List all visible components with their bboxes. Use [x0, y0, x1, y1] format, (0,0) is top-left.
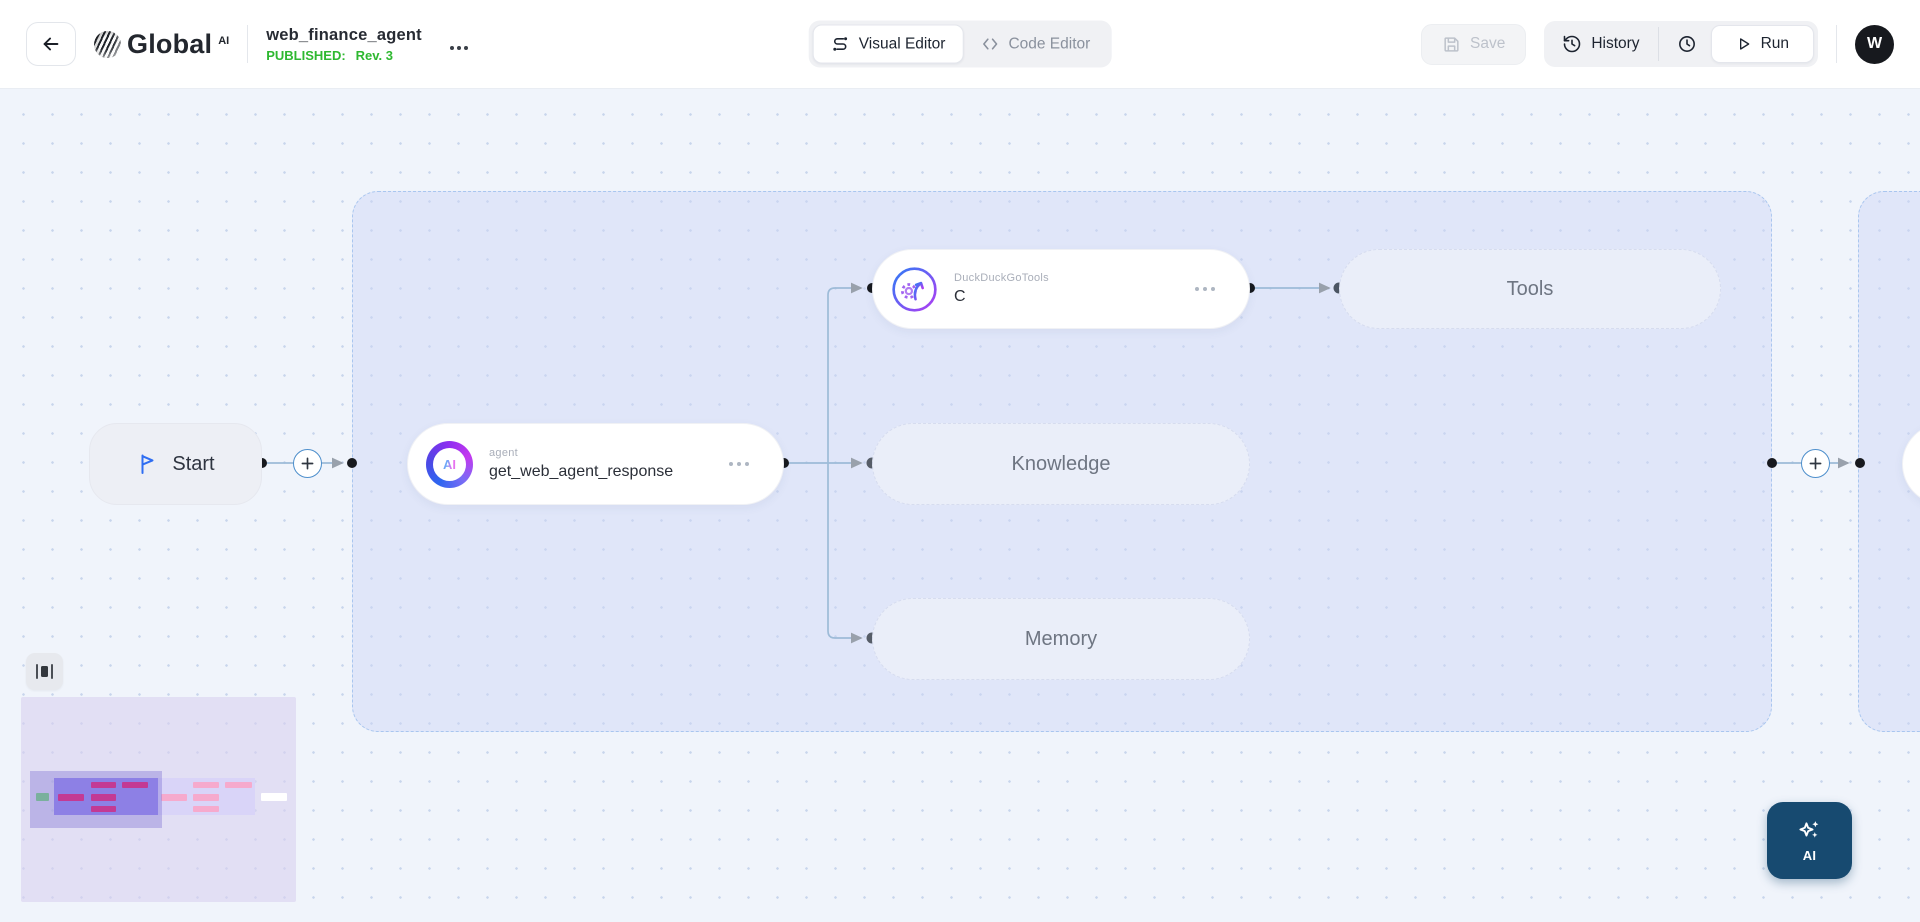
duckduckgo-tool-icon [892, 266, 937, 312]
minimap-node-bar [193, 794, 219, 801]
minimap-toggle-button[interactable] [26, 653, 63, 690]
start-flag-icon [141, 454, 154, 474]
clock-icon [1678, 36, 1695, 52]
globe-logo-icon [94, 30, 121, 58]
avatar-initial: W [1866, 35, 1883, 52]
tab-label: Visual Editor [858, 35, 946, 52]
history-label: History [1591, 35, 1640, 52]
node-more-options-icon[interactable] [1194, 286, 1215, 292]
start-node[interactable]: Start [89, 423, 262, 505]
page-title: web_finance_agent [266, 25, 422, 44]
duckduckgo-tool-node[interactable]: DuckDuckGoTools C [872, 249, 1250, 329]
app-header: Global AI web_finance_agent PUBLISHED: R… [0, 0, 1920, 89]
ai-assistant-button[interactable]: AI [1767, 802, 1852, 879]
published-status: PUBLISHED: [266, 47, 346, 63]
save-label: Save [1469, 35, 1506, 52]
minimap-node-bar [193, 806, 219, 812]
minimap-node-bar [161, 794, 187, 801]
run-label: Run [1760, 35, 1789, 52]
history-button[interactable]: History [1548, 25, 1653, 63]
minimap-node-bar [193, 782, 219, 788]
node-more-options-icon[interactable] [728, 461, 749, 467]
agent-node[interactable]: AI agent get_web_agent_response [407, 423, 784, 505]
header-divider [1836, 25, 1837, 63]
plus-icon [301, 457, 314, 470]
agent-swirl-icon: AI [426, 440, 473, 488]
node-name: get_web_agent_response [489, 463, 674, 480]
node-name: C [954, 288, 966, 305]
logo-superscript: AI [218, 34, 230, 47]
minimap-node-bar [91, 794, 116, 801]
tab-label: Code Editor [1008, 35, 1091, 52]
arrow-left-icon [43, 37, 59, 51]
sparkles-icon [1799, 821, 1819, 838]
run-button[interactable]: Run [1710, 25, 1814, 63]
minimap-toggle-icon [36, 664, 38, 679]
add-node-button[interactable] [1801, 449, 1830, 478]
minimap-start-node [36, 793, 49, 801]
minimap-viewport[interactable] [30, 771, 162, 828]
route-icon [833, 37, 848, 51]
schedule-button[interactable] [1663, 25, 1711, 63]
code-icon [982, 38, 998, 50]
minimap-end-node [261, 793, 287, 801]
header-divider [247, 25, 249, 63]
minimap-node-bar [91, 782, 116, 788]
run-actions-group: History Run [1544, 21, 1818, 67]
play-icon [1739, 38, 1749, 50]
back-button[interactable] [26, 22, 76, 66]
start-label: Start [172, 452, 215, 475]
editor-mode-toggle: Visual Editor Code Editor [808, 20, 1112, 68]
app-logo: Global AI [94, 29, 229, 60]
placeholder-label: Knowledge [1011, 452, 1111, 475]
project-title-block: web_finance_agent PUBLISHED: Rev. 3 [266, 26, 422, 63]
history-icon [1564, 35, 1581, 53]
minimap-node-bar [58, 794, 84, 801]
minimap-node-bar [122, 782, 148, 788]
save-button[interactable]: Save [1420, 23, 1527, 65]
more-options-icon[interactable] [449, 38, 468, 50]
knowledge-placeholder-node[interactable]: Knowledge [872, 423, 1250, 505]
memory-placeholder-node[interactable]: Memory [872, 598, 1250, 680]
minimap-node-bar [225, 782, 252, 788]
logo-text: Global [127, 28, 213, 59]
placeholder-label: Tools [1506, 277, 1554, 300]
agent-icon-text: AI [426, 441, 473, 488]
placeholder-label: Memory [1024, 627, 1098, 650]
tab-code-editor[interactable]: Code Editor [963, 26, 1107, 63]
node-type-label: agent [489, 447, 519, 459]
node-type-label: DuckDuckGoTools [954, 272, 1049, 284]
user-avatar[interactable]: W [1855, 24, 1894, 64]
minimap-node-bar [91, 806, 116, 812]
tab-visual-editor[interactable]: Visual Editor [812, 24, 964, 64]
group-divider [1657, 27, 1659, 61]
flow-canvas[interactable]: Start AI agent get_web_agent_response [0, 89, 1920, 922]
save-icon [1444, 36, 1459, 52]
revision-badge: Rev. 3 [355, 47, 394, 63]
add-node-button[interactable] [293, 449, 322, 478]
minimap[interactable] [21, 697, 296, 902]
tools-placeholder-node[interactable]: Tools [1339, 249, 1721, 329]
plus-icon [1809, 457, 1822, 470]
ai-fab-label: AI [1802, 848, 1817, 863]
